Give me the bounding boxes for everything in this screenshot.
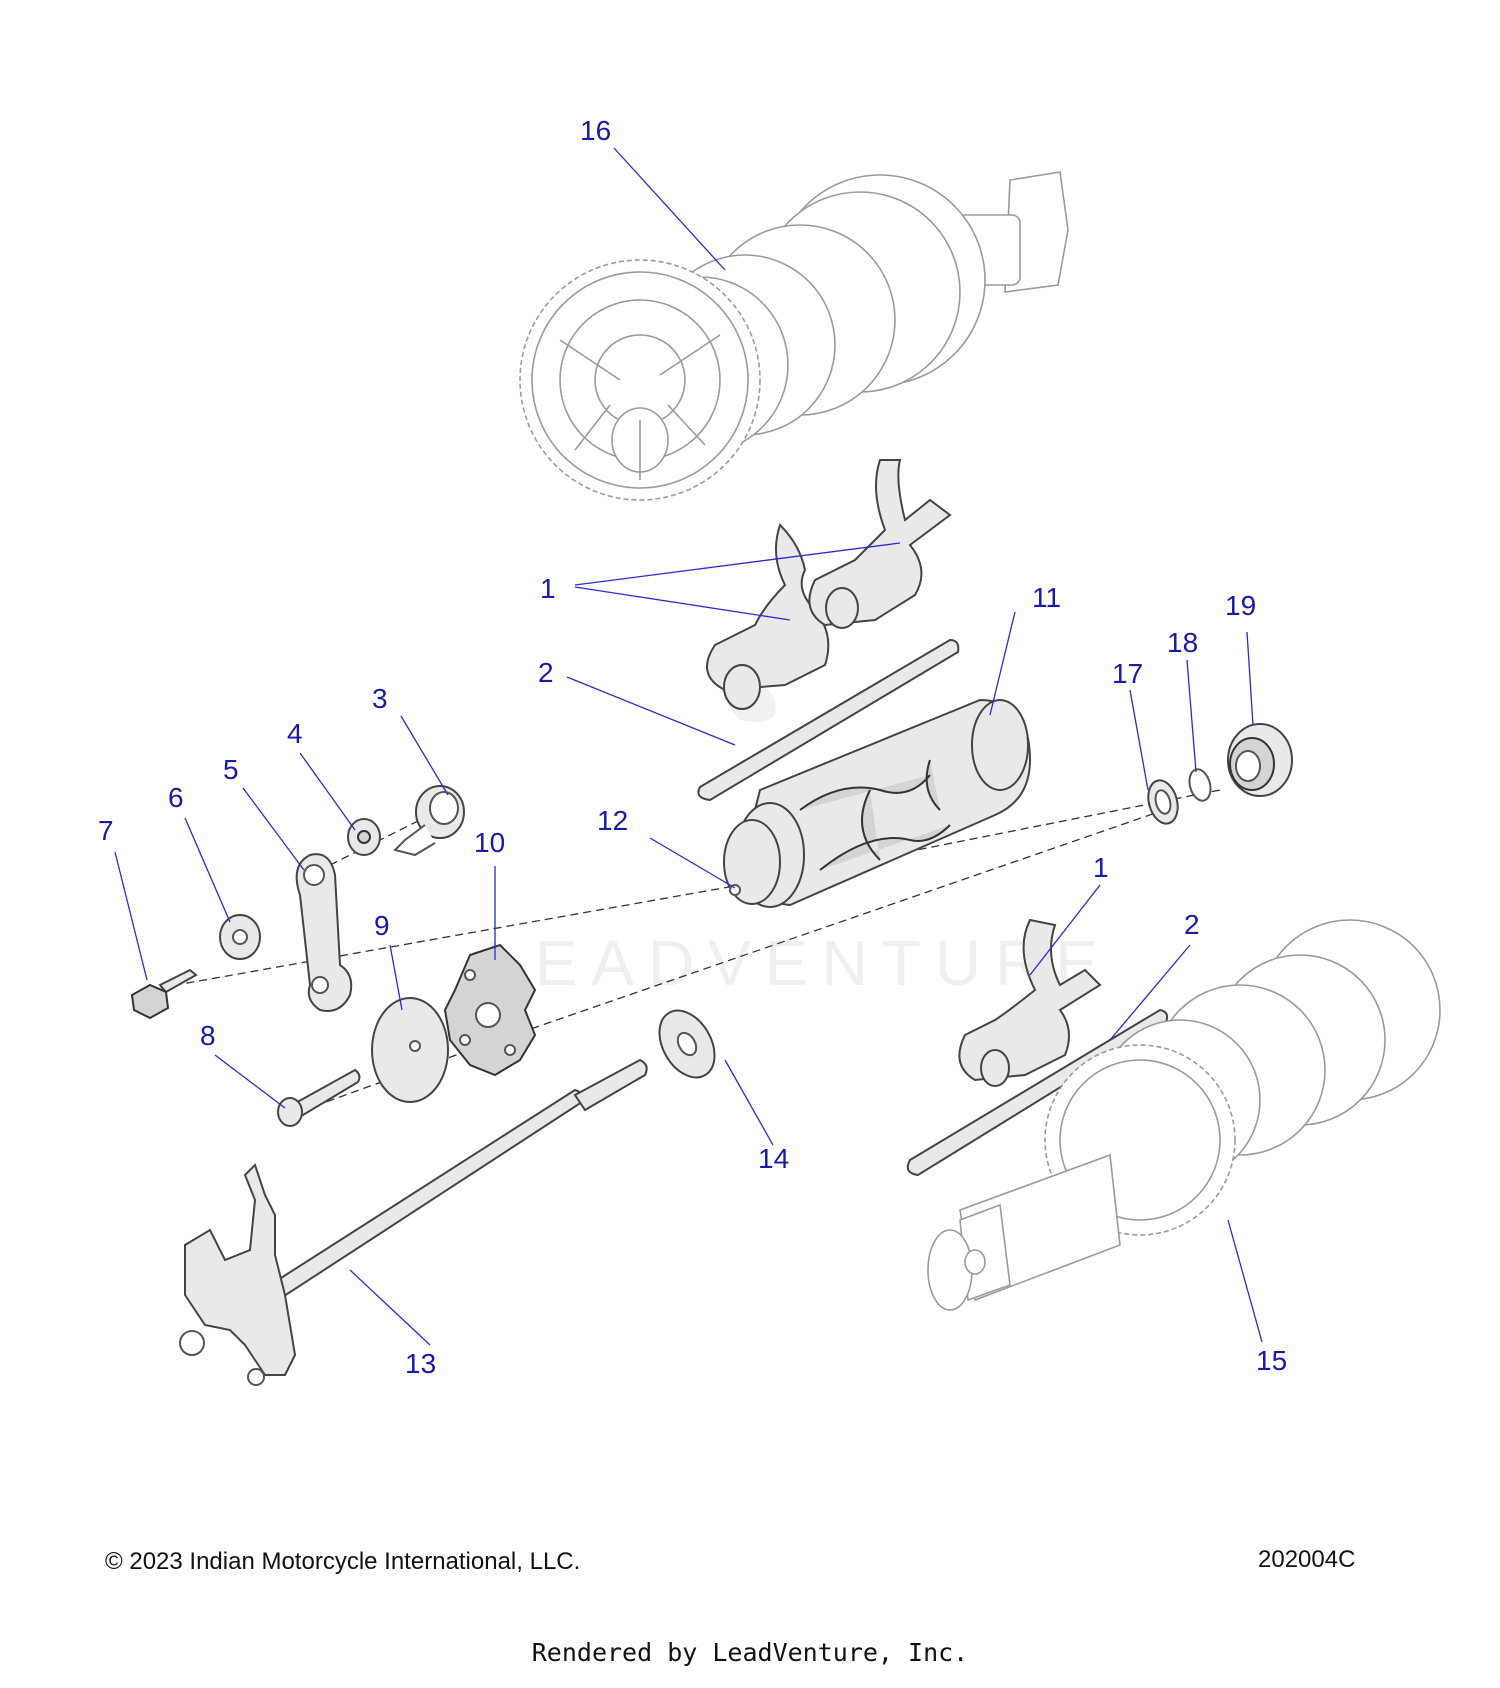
shift-fork-lower-1[interactable] xyxy=(958,918,1102,1087)
callout-18[interactable]: 18 xyxy=(1167,627,1198,658)
shift-drum-11[interactable] xyxy=(723,698,1032,908)
bearing-19[interactable] xyxy=(1227,723,1293,797)
callout-3[interactable]: 3 xyxy=(372,683,388,714)
callout-9[interactable]: 9 xyxy=(374,910,390,941)
pin-bolt-8[interactable] xyxy=(277,1068,361,1127)
callout-11[interactable]: 11 xyxy=(1032,582,1061,613)
callout-10[interactable]: 10 xyxy=(474,827,505,858)
star-cam-10[interactable] xyxy=(443,943,537,1077)
copyright-notice: © 2023 Indian Motorcycle International, … xyxy=(105,1548,581,1575)
callout-13[interactable]: 13 xyxy=(405,1348,436,1379)
callout-2-upper[interactable]: 2 xyxy=(538,657,554,688)
callout-12[interactable]: 12 xyxy=(597,805,628,836)
callout-1-lower[interactable]: 1 xyxy=(1093,852,1109,883)
shift-fork-upper-pair-1[interactable] xyxy=(706,459,952,710)
circlip-18[interactable] xyxy=(1186,767,1214,803)
callout-19[interactable]: 19 xyxy=(1225,590,1256,621)
leader-lines xyxy=(114,147,1263,1346)
callout-numbers: 16 1 11 2 17 18 19 3 4 5 6 7 12 10 1 2 9… xyxy=(98,115,1287,1379)
watermark-text: LEADVENTURE xyxy=(485,927,1112,999)
rendered-by-credit: Rendered by LeadVenture, Inc. xyxy=(531,1638,969,1667)
lower-gear-cluster-15[interactable] xyxy=(927,919,1441,1311)
callout-6[interactable]: 6 xyxy=(168,782,184,813)
callout-5[interactable]: 5 xyxy=(223,754,239,785)
washer-9[interactable] xyxy=(371,997,449,1103)
callout-17[interactable]: 17 xyxy=(1112,658,1143,689)
washer-6[interactable] xyxy=(219,914,261,960)
upper-gear-cluster-16[interactable] xyxy=(519,171,1069,501)
callout-4[interactable]: 4 xyxy=(287,718,303,749)
bolt-7[interactable] xyxy=(130,968,198,1020)
callout-14[interactable]: 14 xyxy=(758,1143,789,1174)
ring-17[interactable] xyxy=(1144,777,1182,827)
roller-4[interactable] xyxy=(347,818,381,856)
shift-shaft-13[interactable] xyxy=(179,1058,648,1386)
washer-14[interactable] xyxy=(648,1001,726,1087)
drawing-number: 202004C xyxy=(1258,1546,1356,1573)
callout-1-upper[interactable]: 1 xyxy=(540,573,556,604)
callout-16[interactable]: 16 xyxy=(580,115,611,146)
shift-rod-upper-2[interactable] xyxy=(697,638,960,802)
spring-3[interactable] xyxy=(393,785,465,857)
callout-2-lower[interactable]: 2 xyxy=(1184,909,1200,940)
callout-8[interactable]: 8 xyxy=(200,1020,216,1051)
callout-7[interactable]: 7 xyxy=(98,815,114,846)
stopper-arm-5[interactable] xyxy=(295,853,353,1012)
callout-15[interactable]: 15 xyxy=(1256,1345,1287,1376)
